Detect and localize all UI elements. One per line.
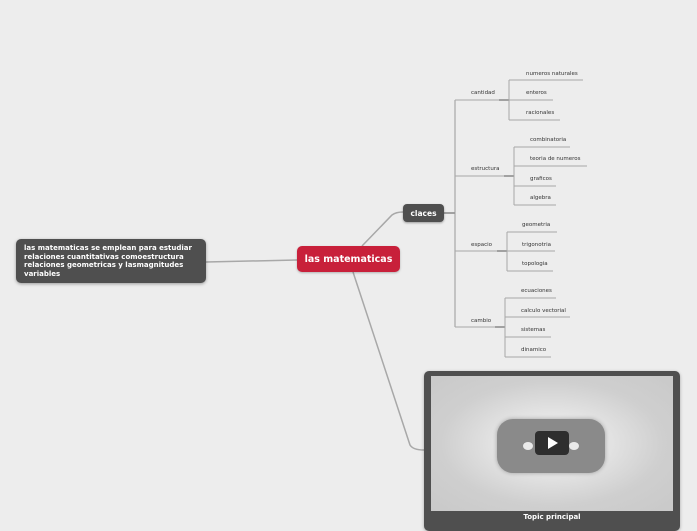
leaf-teoria-de-numeros[interactable]: teoria de numeros (530, 156, 581, 162)
leaf-numeros-naturales[interactable]: numeros naturales (526, 71, 578, 77)
leaf-dinamico[interactable]: dinamico (521, 347, 547, 353)
main-branch-topic[interactable]: claces (403, 204, 444, 222)
leaf-combinatoria[interactable]: combinatoria (530, 137, 567, 143)
connector-lines (205, 79, 587, 451)
leaf-calculo-vectorial[interactable]: calculo vectorial (521, 308, 566, 314)
description-text: las matematicas se emplean para estudiar… (24, 244, 192, 278)
video-caption: Topic principal (523, 513, 581, 521)
leaf-geometria[interactable]: geometria (522, 222, 551, 228)
main-branch-label: claces (410, 208, 437, 218)
central-topic[interactable]: las matematicas (297, 246, 400, 272)
central-topic-label: las matematicas (304, 253, 393, 265)
subtopic-cambio[interactable]: cambio (471, 318, 492, 324)
play-icon (548, 437, 558, 449)
placeholder-dot-right (569, 442, 579, 450)
play-button[interactable] (535, 431, 569, 455)
subtopic-espacio[interactable]: espacio (471, 242, 493, 248)
leaf-racionales[interactable]: racionales (526, 110, 555, 116)
mindmap-canvas: las matematicas se emplean para estudiar… (16, 71, 680, 531)
subtopic-estructura[interactable]: estructura (471, 166, 500, 172)
leaf-ecuaciones[interactable]: ecuaciones (521, 288, 552, 294)
video-placeholder-icon (497, 419, 605, 473)
leaf-enteros[interactable]: enteros (526, 90, 547, 96)
placeholder-dot-left (523, 442, 533, 450)
description-topic[interactable]: las matematicas se emplean para estudiar… (16, 239, 206, 283)
leaf-sistemas[interactable]: sistemas (521, 327, 546, 333)
leaf-graficos[interactable]: graficos (530, 176, 552, 182)
subtopic-cantidad[interactable]: cantidad (471, 90, 495, 96)
leaf-trigonotria[interactable]: trigonotria (522, 242, 551, 248)
video-topic[interactable]: Topic principal (424, 371, 680, 531)
leaf-algebra[interactable]: algebra (530, 195, 551, 201)
video-thumbnail[interactable] (431, 376, 673, 511)
leaf-topologia[interactable]: topologia (522, 261, 548, 267)
